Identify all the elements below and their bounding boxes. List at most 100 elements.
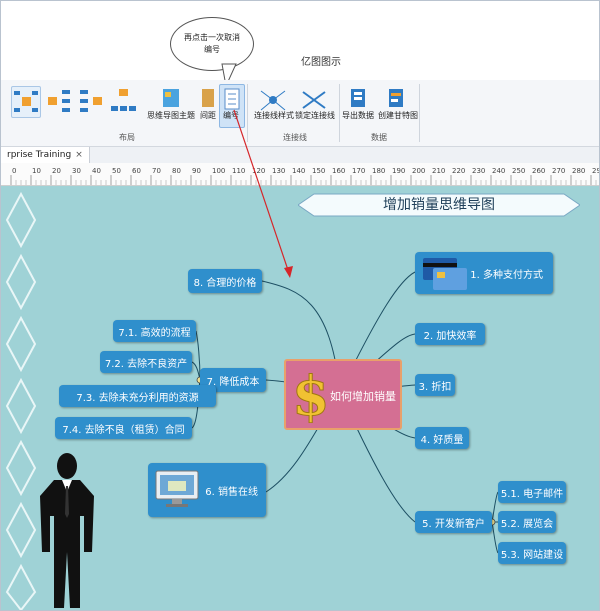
document-tab-label: rprise Training [7,150,72,160]
ruler-tick-label: 200 [412,167,425,175]
mindmap-theme-label: 思维导图主题 [147,111,195,120]
document-tab-bar: rprise Training× [1,147,599,164]
subtopic-exhibition[interactable]: 5.2. 展览会 [498,511,556,533]
callout-text: 再点击一次取消编号 [184,33,240,54]
businessman-silhouette [40,453,94,608]
export-data-icon [351,89,365,107]
ribbon-toolbar: 思维导图主题 间距 编号 连接线样式 锁定连接线 导出数据 创建甘特图 布局 连… [1,80,599,147]
ruler-tick-label: 80 [172,167,181,175]
topic-discount[interactable]: 3. 折扣 [415,374,455,396]
export-data-label: 导出数据 [342,111,374,120]
layout-style-4-button[interactable] [109,86,137,116]
lock-connector-button[interactable] [297,86,331,116]
topic-label: 2. 加快效率 [423,330,477,342]
ruler-tick-label: 140 [292,167,305,175]
spacing-label: 间距 [200,111,216,120]
topic-label: 5. 开发新客户 [422,518,485,530]
gantt-button[interactable] [381,86,411,116]
ruler-tick-label: 190 [392,167,405,175]
topic-label: 3. 折扣 [418,381,452,393]
group-layout-label: 布局 [119,133,135,142]
group-separator [419,84,420,142]
layout-3-icon [80,90,102,112]
subtopic-label: 7.2. 去除不良资产 [104,358,188,370]
svg-text:$: $ [292,367,330,423]
ruler-tick-label: 120 [252,167,265,175]
ruler-tick-label: 100 [212,167,225,175]
ruler-tick-label: 50 [112,167,121,175]
numbering-callout: 再点击一次取消编号 [170,17,254,71]
topic-efficiency[interactable]: 2. 加快效率 [415,323,485,345]
mindmap-theme-button[interactable] [151,86,191,116]
group-data-label: 数据 [371,133,387,142]
topic-label: 8. 合理的价格 [193,277,257,289]
ruler-tick-label: 30 [72,167,81,175]
ribbon-header: 亿图图示 [1,1,599,81]
subtopic-label: 7.3. 去除未充分利用的资源 [76,392,199,404]
numbering-label: 编号 [223,111,239,120]
layout-style-3-button[interactable] [77,86,105,116]
subtopic-website[interactable]: 5.3. 网站建设 [498,542,566,564]
topic-reasonable-price[interactable]: 8. 合理的价格 [188,269,262,293]
ruler-tick-label: 290 [592,167,599,175]
topic-label: 6. 销售在线 [205,486,258,498]
topic-quality[interactable]: 4. 好质量 [415,427,469,449]
subtopic-label: 7.1. 高效的流程 [118,327,191,339]
ruler-tick-label: 180 [372,167,385,175]
subtopic-label: 5.3. 网站建设 [500,549,564,561]
topic-new-customers[interactable]: 5. 开发新客户 [415,511,492,533]
connector-style-button[interactable] [256,86,290,116]
ruler-tick-label: 210 [432,167,445,175]
topic-payment-methods[interactable]: 1. 多种支付方式 [415,252,553,294]
topic-label: 1. 多种支付方式 [470,269,543,281]
ruler-tick-label: 150 [312,167,325,175]
gantt-label: 创建甘特图 [378,111,418,120]
subtopic-label: 5.1. 电子邮件 [500,488,564,500]
close-icon[interactable]: × [75,150,83,160]
ruler-tick-label: 260 [532,167,545,175]
connector-style-label: 连接线样式 [254,111,294,120]
ruler-tick-label: 170 [352,167,365,175]
ruler-tick-label: 0 [12,167,16,175]
export-data-button[interactable] [345,86,373,116]
map-title-banner [298,193,580,217]
red-arrow-line [233,109,291,277]
subtopic-label: 5.2. 展览会 [500,518,554,530]
group-separator [339,84,340,142]
ruler-tick-label: 280 [572,167,585,175]
subtopic-bad-contracts[interactable]: 7.4. 去除不良（租赁）合同 [55,417,192,439]
subtopic-unused-resources[interactable]: 7.3. 去除未充分利用的资源 [59,385,216,407]
ruler-tick-label: 230 [472,167,485,175]
connector-style-icon [260,90,286,111]
ruler-tick-label: 220 [452,167,465,175]
subtopic-bad-assets[interactable]: 7.2. 去除不良资产 [100,351,192,373]
topic-label: 4. 好质量 [420,434,464,446]
monitor-icon [155,470,199,507]
gantt-icon [389,89,403,107]
ruler-tick-label: 60 [132,167,141,175]
ruler-tick-label: 160 [332,167,345,175]
numbering-icon [224,88,240,110]
subtopic-email[interactable]: 5.1. 电子邮件 [498,481,566,503]
central-topic[interactable]: $ 如何增加销量 [284,359,402,430]
ruler-tick-label: 130 [272,167,285,175]
document-tab[interactable]: rprise Training× [1,147,90,163]
topic-label: 7. 降低成本 [206,376,260,388]
dollar-icon: $ [292,367,331,423]
left-border-diamonds [5,191,37,610]
spacing-icon [202,89,214,107]
theme-icon [163,89,179,107]
numbering-button[interactable] [219,84,245,128]
ruler-tick-label: 70 [152,167,161,175]
subtopic-efficient-process[interactable]: 7.1. 高效的流程 [113,320,196,342]
group-separator [247,84,248,142]
lock-connector-icon [302,91,326,109]
layout-style-2-button[interactable] [45,86,73,116]
topic-online-sales[interactable]: 6. 销售在线 [148,463,266,517]
layout-style-1-button[interactable] [11,86,41,118]
subtopic-label: 7.4. 去除不良（租赁）合同 [62,424,185,436]
ruler-tick-label: 40 [92,167,101,175]
spacing-button[interactable] [194,86,220,116]
